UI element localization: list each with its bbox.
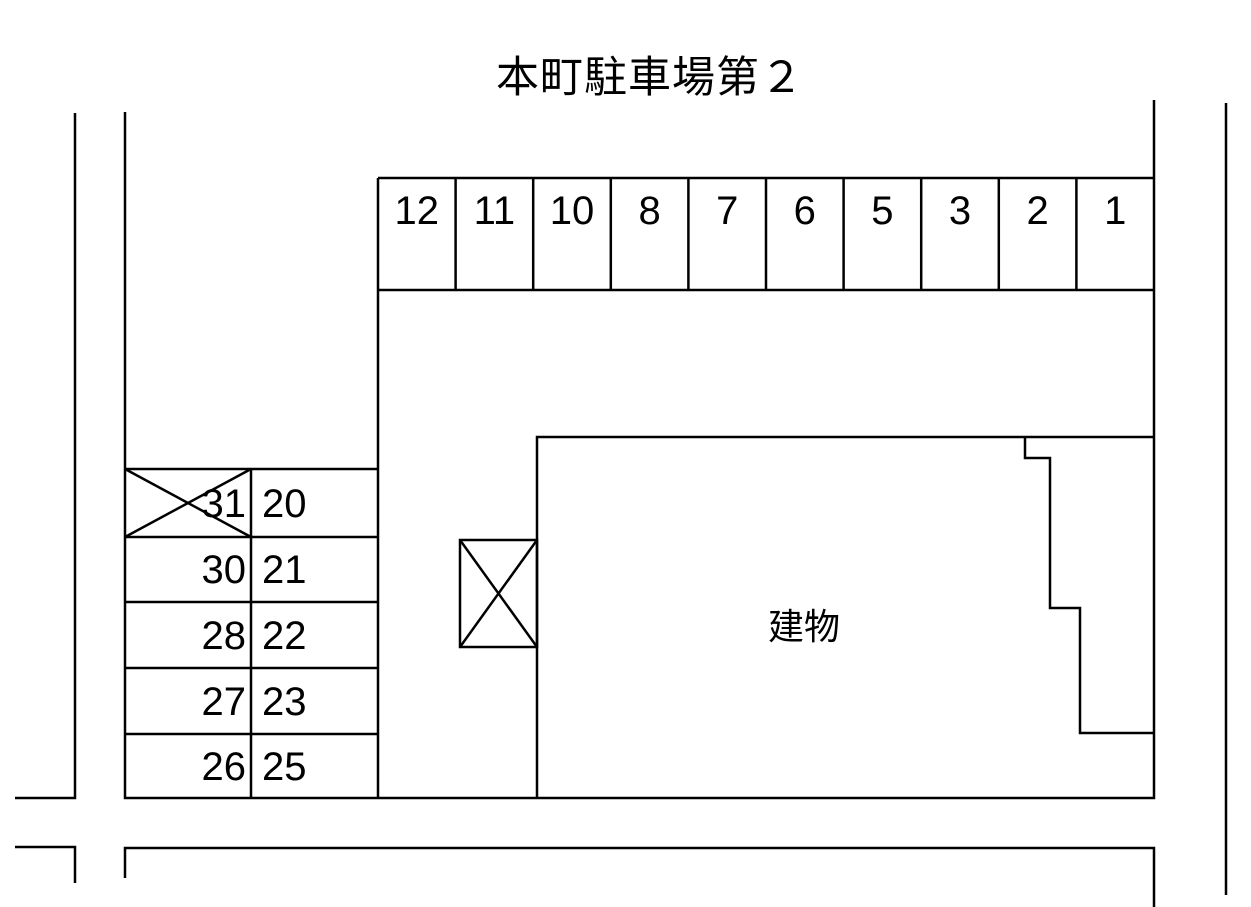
west-street-line (15, 113, 77, 800)
space-label-3: 3 (949, 189, 971, 233)
space-label-22: 22 (262, 614, 307, 658)
space-label-28: 28 (202, 614, 247, 658)
streets (15, 103, 1228, 907)
space-label-21: 21 (262, 548, 307, 592)
building-outline (535, 435, 1154, 798)
building-step-outline (1023, 437, 1154, 735)
left-block-space-labels: 31 20 30 21 28 22 27 23 26 25 (202, 482, 307, 789)
space-label-5: 5 (871, 189, 893, 233)
space-label-27: 27 (202, 680, 247, 724)
space-label-31: 31 (202, 482, 247, 526)
southwest-street-corner-line (15, 845, 77, 883)
building-label: 建物 (768, 606, 840, 647)
space-label-26: 26 (202, 745, 247, 789)
diagram-title: 本町駐車場第２ (496, 54, 804, 102)
space-label-30: 30 (202, 548, 247, 592)
lot-boundary (123, 100, 1156, 800)
space-label-20: 20 (262, 482, 307, 526)
blocked-area (458, 538, 539, 649)
space-label-1: 1 (1104, 189, 1126, 233)
left-parking-block: 31 20 30 21 28 22 27 23 26 25 (124, 467, 378, 798)
space-31-cross-mark (124, 467, 252, 539)
space-label-2: 2 (1026, 189, 1048, 233)
space-label-12: 12 (395, 189, 440, 233)
top-parking-row: 12 11 10 8 7 6 5 3 2 1 (378, 176, 1154, 292)
space-label-25: 25 (262, 745, 307, 789)
top-row-space-labels: 12 11 10 8 7 6 5 3 2 1 (395, 189, 1127, 233)
space-label-8: 8 (638, 189, 660, 233)
space-label-10: 10 (550, 189, 595, 233)
space-label-11: 11 (474, 189, 516, 233)
blocked-area-cross-mark (458, 539, 539, 648)
space-label-7: 7 (716, 189, 738, 233)
top-row-cell-dividers (454, 178, 1078, 290)
building: 建物 (535, 435, 1154, 798)
space-label-23: 23 (262, 680, 307, 724)
south-street-line (123, 846, 1156, 907)
space-label-6: 6 (794, 189, 816, 233)
